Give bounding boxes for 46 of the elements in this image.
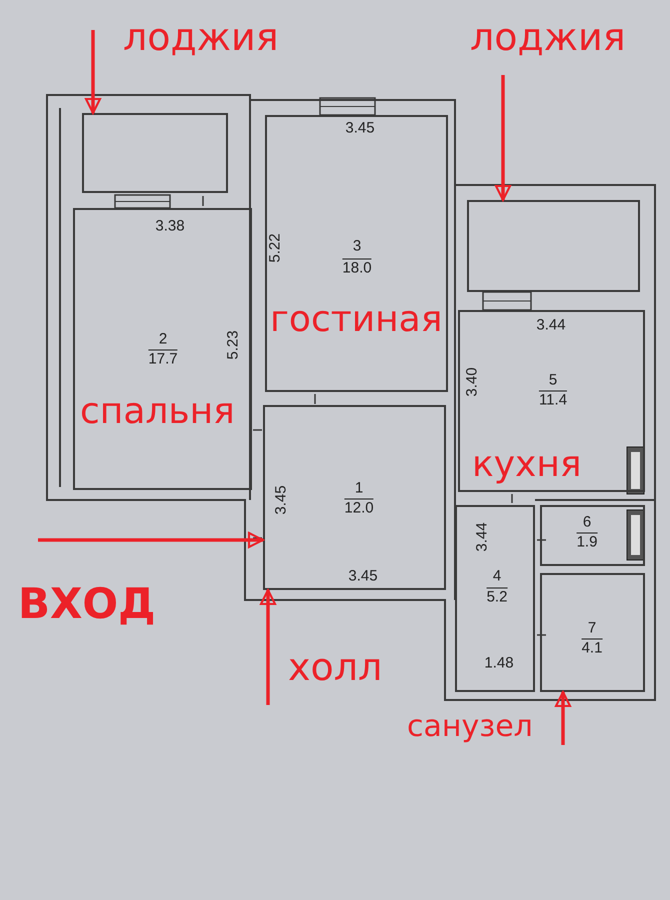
room-area: 18.0 (342, 258, 372, 276)
dimension-text: 3.40 (464, 367, 480, 397)
room-number: 1 (354, 480, 364, 496)
hall-label: холл (288, 648, 382, 686)
room-area: 1.9 (576, 532, 598, 550)
entrance-label: ВХОД (18, 583, 156, 625)
room-outline (263, 405, 446, 590)
room-name: гостиная (270, 302, 442, 338)
room-number: 5 (548, 372, 558, 388)
room-outline (540, 573, 645, 692)
dimension-text: 5.23 (226, 330, 240, 360)
arrow (494, 75, 512, 202)
room-outline (455, 505, 535, 692)
arrow (84, 30, 102, 114)
room-area: 12.0 (344, 498, 374, 516)
room-area: 5.2 (486, 588, 508, 604)
room-area: 4.1 (582, 638, 602, 656)
room-number: 4 (492, 568, 502, 584)
room-area: 11.4 (538, 390, 568, 408)
room-outline (458, 310, 645, 492)
dimension-text: 3.45 (348, 568, 378, 584)
dimension-text: 3.44 (474, 522, 490, 552)
dimension-text: 1.48 (484, 656, 514, 670)
room-number: 7 (588, 620, 596, 636)
room-name: кухня (472, 447, 582, 483)
room-number: 3 (352, 238, 362, 254)
room-area: 17.7 (148, 350, 178, 366)
arrow (38, 532, 264, 548)
bathroom-label: санузел (407, 712, 533, 742)
dimension-text: 3.45 (274, 485, 288, 515)
room-outline (540, 505, 645, 566)
loggia-outline (82, 113, 228, 193)
room-number: 6 (582, 514, 592, 530)
dimension-text: 3.38 (155, 218, 185, 234)
room-number: 2 (158, 332, 168, 346)
dimension-text: 3.45 (345, 120, 375, 136)
dimension-text: 3.44 (536, 318, 566, 332)
loggia-label: лоджия (470, 18, 626, 56)
loggia-label: лоджия (123, 18, 279, 56)
dimension-text: 5.22 (268, 233, 282, 263)
room-outline (73, 208, 252, 490)
loggia-outline (467, 200, 640, 292)
room-name: спальня (80, 394, 235, 430)
arrow (260, 588, 276, 705)
room-outline (265, 115, 448, 392)
arrow (554, 690, 572, 745)
